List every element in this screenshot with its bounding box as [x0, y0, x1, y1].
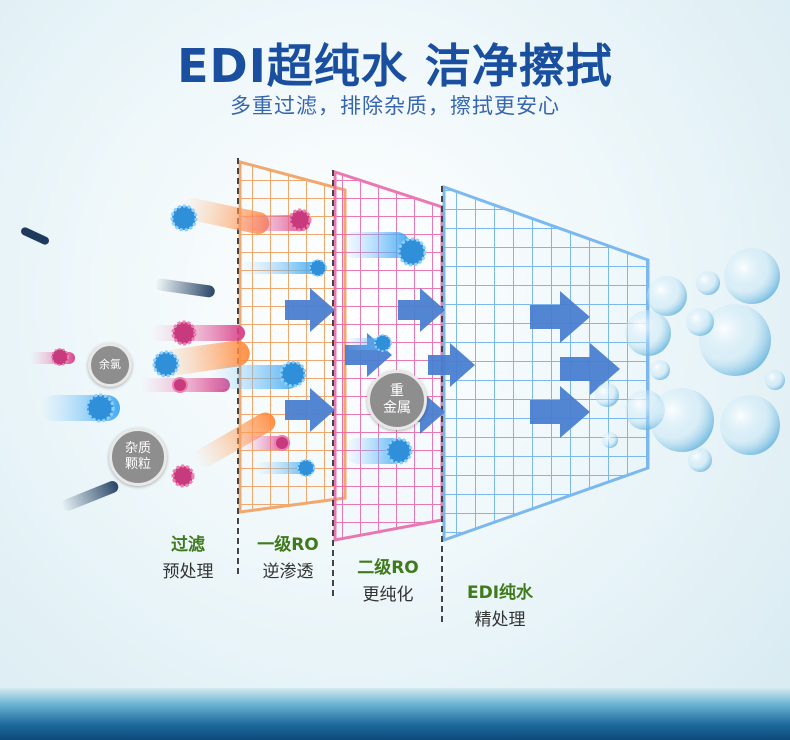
banner-title: EDI超纯水 洁净擦拭 [177, 39, 613, 93]
mesh-panel-edi [442, 184, 650, 543]
stage-label-edi: EDI纯水 精处理 [466, 583, 534, 630]
badge-heavy-metal: 重 金属 [367, 370, 427, 430]
badge-impurity-particles: 杂质 颗粒 [109, 428, 167, 486]
stage-label-ro2: 二级RO 更纯化 [357, 558, 419, 605]
banner-subtitle: 多重过滤，排除杂质，擦拭更安心 [230, 94, 560, 118]
stage-label-ro1: 一级RO 逆渗透 [257, 535, 319, 582]
germs [51, 204, 427, 488]
badge-residual-chlorine: 余氯 [88, 343, 132, 387]
stage-label-prefilter: 过滤 预处理 [162, 535, 214, 582]
water-surface [0, 688, 790, 740]
water-bubbles [595, 248, 785, 472]
